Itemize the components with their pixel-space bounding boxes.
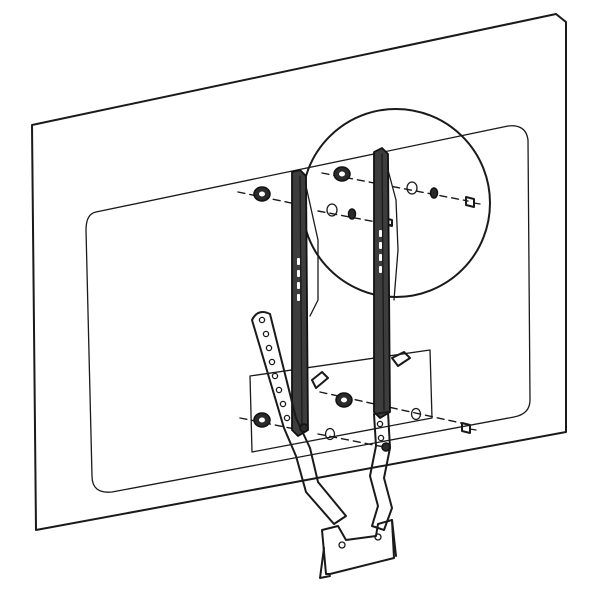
left-tilt-arm (251, 311, 347, 525)
washer-icon (324, 181, 422, 441)
right-tilt-arm (369, 411, 393, 531)
bracket-slot (379, 230, 382, 273)
bracket-slot (297, 258, 300, 301)
spacer-icon (253, 166, 353, 428)
tv-lower-recess (249, 349, 433, 453)
lock-washer-icon (347, 187, 439, 220)
arm-hole (376, 420, 385, 442)
left-mount-bracket (291, 169, 329, 437)
right-mount-bracket (373, 147, 411, 419)
arm-hole (258, 316, 291, 422)
base-bracket (319, 519, 397, 579)
tv-panel (31, 13, 567, 531)
arm-screw-icon (299, 423, 309, 433)
tv-rear-housing (85, 125, 531, 493)
